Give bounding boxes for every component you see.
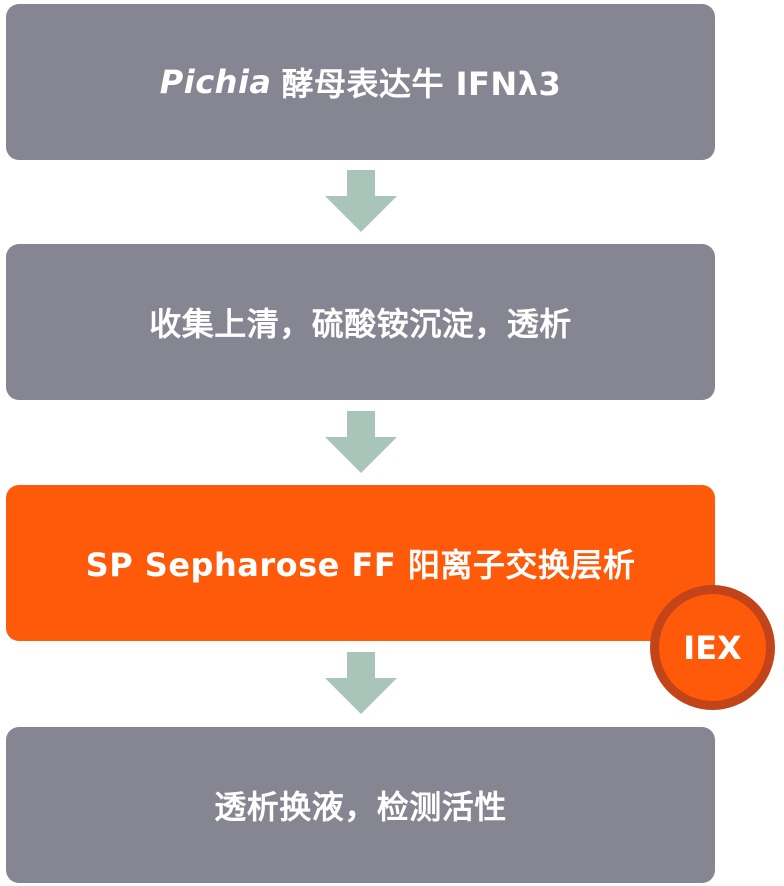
step-4-label: 透析换液，检测活性 xyxy=(214,788,507,826)
arrow-down-icon xyxy=(325,411,397,473)
step-3-label: SP Sepharose FF 阳离子交换层析 xyxy=(85,546,636,584)
arrow-down-icon xyxy=(325,170,397,232)
step-2-harvest: 收集上清，硫酸铵沉淀，透析 xyxy=(6,244,715,400)
step-4-dialysis-assay: 透析换液，检测活性 xyxy=(6,727,715,883)
iex-badge-label: IEX xyxy=(683,628,742,667)
step-2-label: 收集上清，硫酸铵沉淀，透析 xyxy=(149,305,572,343)
step-3-chromatography: SP Sepharose FF 阳离子交换层析 xyxy=(6,485,715,641)
step-1-italic-label: Pichia xyxy=(159,63,272,101)
step-1-expression: Pichia 酵母表达牛 IFNλ3 xyxy=(6,4,715,160)
iex-badge: IEX xyxy=(650,585,775,710)
arrow-down-icon xyxy=(325,652,397,714)
step-1-label: 酵母表达牛 IFNλ3 xyxy=(281,65,562,103)
